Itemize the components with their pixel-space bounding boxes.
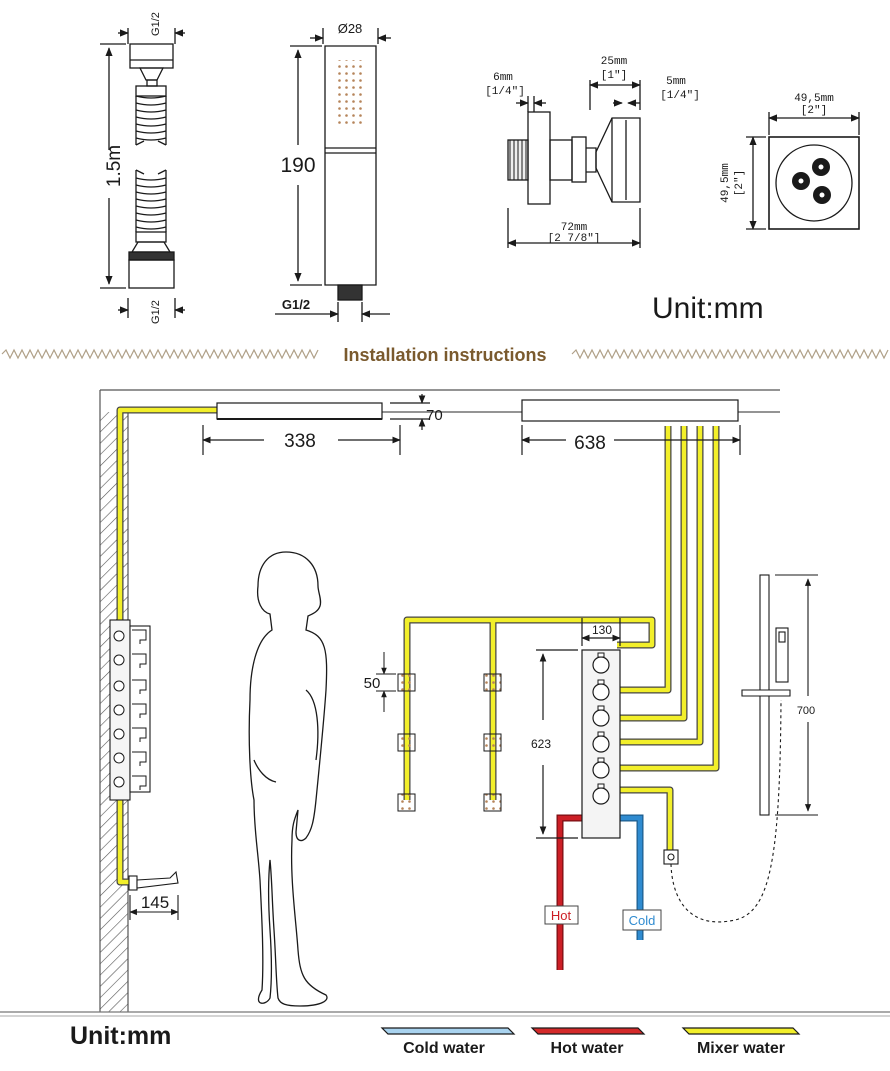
nozzle-bottom-mm: 72mm <box>561 222 588 234</box>
nozzle-front-drawing <box>746 112 860 230</box>
panel-knob-icon <box>113 680 125 692</box>
head-side-width: 338 <box>284 431 316 452</box>
panel-lever-icon <box>132 679 147 694</box>
nozzle-front-height-mm: 49,5mm <box>720 163 732 203</box>
valve-panel <box>536 618 621 839</box>
legend-hot-label: Hot water <box>551 1040 624 1057</box>
head-front-width: 638 <box>574 433 606 454</box>
body-jets <box>376 652 502 812</box>
valve-width: 130 <box>592 623 612 637</box>
handheld-height: 190 <box>280 154 315 177</box>
valve-knob-icon <box>592 709 610 727</box>
panel-knob-icon <box>113 654 125 666</box>
legend-cold-label: Cold water <box>403 1040 485 1057</box>
handheld-rail <box>663 574 818 923</box>
mixer-water-pipes <box>116 406 720 886</box>
cold-label-box <box>622 909 662 931</box>
nozzle-left-in: [1/4"] <box>485 86 525 98</box>
panel-knobs <box>113 629 147 790</box>
legend-cold-water: Cold water <box>380 1027 516 1057</box>
legend-mixer-swatch <box>681 1027 801 1035</box>
legend-hot-water: Hot water <box>530 1027 646 1057</box>
nozzle-right-in: [1/4"] <box>660 90 700 102</box>
hose-length: 1.5m <box>104 145 125 187</box>
panel-lever-icon <box>132 703 147 718</box>
divider-zigzag <box>1 348 319 360</box>
footer-unit-label: Unit:mm <box>70 1022 171 1050</box>
handheld-diameter: Ø28 <box>338 21 363 36</box>
valve-knob-icon <box>592 735 610 753</box>
hose-drawing <box>100 28 185 318</box>
legend-cold-swatch <box>380 1027 516 1035</box>
nozzle-left-mm: 6mm <box>493 72 513 84</box>
rain-head-front <box>521 399 741 455</box>
section-divider <box>1 348 889 360</box>
jet-spacing: 50 <box>364 675 381 692</box>
top-unit-label: Unit:mm <box>652 292 764 325</box>
handheld-thread: G1/2 <box>282 297 310 312</box>
rail-height: 700 <box>797 705 815 717</box>
hose-bottom-thread: G1/2 <box>150 300 162 324</box>
nozzle-side-drawing <box>507 80 641 248</box>
valve-knob-stem <box>597 652 605 658</box>
panel-lever-icon <box>132 775 147 790</box>
valve-knob-stem <box>597 783 605 789</box>
hot-water-pipe <box>556 814 582 970</box>
hose-top-thread: G1/2 <box>150 12 162 36</box>
panel-lever-icon <box>132 751 147 766</box>
panel-lever-icon <box>132 727 147 742</box>
valve-knob-icon <box>592 656 610 674</box>
cold-water-pipe <box>620 814 644 940</box>
nozzle-top-mm: 25mm <box>601 56 628 68</box>
valve-knob-icon <box>592 683 610 701</box>
rain-head-side <box>202 394 430 455</box>
tub-spout <box>128 870 179 920</box>
legend-mixer-label: Mixer water <box>697 1040 785 1057</box>
valve-height: 623 <box>531 737 551 751</box>
nozzle-front-width-in: [2"] <box>801 105 827 117</box>
human-figure <box>248 551 328 1007</box>
valve-knob-icon <box>592 787 610 805</box>
panel-knob-icon <box>113 728 125 740</box>
nozzle-top-in: [1"] <box>601 70 627 82</box>
panel-knob-icon <box>113 704 125 716</box>
valve-knob-stem <box>597 731 605 737</box>
nozzle-front-width-mm: 49,5mm <box>794 93 834 105</box>
panel-knob-icon <box>113 752 125 764</box>
cold-label: Cold <box>629 913 656 928</box>
valve-knob-stem <box>597 705 605 711</box>
legend: Cold water Hot water Mixer water <box>380 1027 801 1057</box>
panel-knob-icon <box>113 630 125 642</box>
legend-mixer-water: Mixer water <box>681 1027 801 1057</box>
head-side-height: 70 <box>426 407 443 424</box>
handheld-drawing <box>275 28 391 322</box>
divider-zigzag <box>571 348 889 360</box>
hot-label: Hot <box>551 908 572 923</box>
panel-lever-icon <box>132 629 147 644</box>
spout-projection: 145 <box>141 893 169 912</box>
panel-lever-icon <box>132 653 147 668</box>
hot-label-box <box>544 905 579 925</box>
handheld-spray-face <box>337 60 364 125</box>
panel-knob-icon <box>113 776 125 788</box>
valve-knob-icon <box>592 761 610 779</box>
section-title: Installation instructions <box>343 345 546 365</box>
nozzle-right-mm: 5mm <box>666 76 686 88</box>
nozzle-front-height-in: [2"] <box>734 170 746 196</box>
valve-knob-stem <box>597 679 605 685</box>
valve-knob-stem <box>597 757 605 763</box>
nozzle-bottom-in: [2 7/8"] <box>548 233 601 245</box>
valve-knobs <box>592 652 610 805</box>
legend-hot-swatch <box>530 1027 646 1035</box>
